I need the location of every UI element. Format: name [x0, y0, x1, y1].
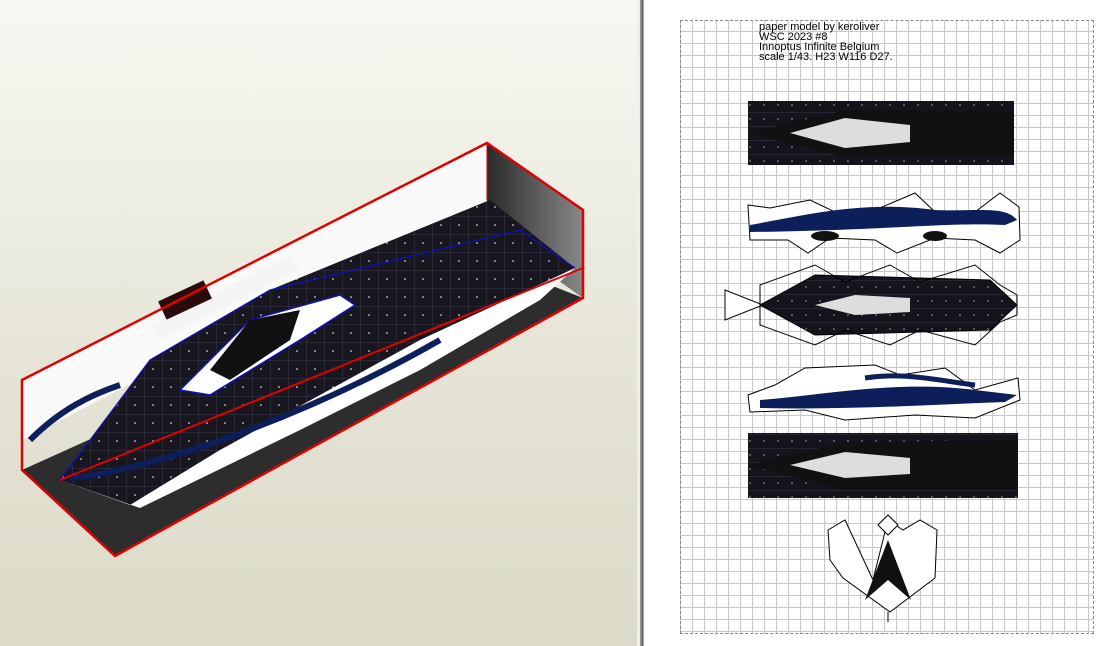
info-line: paper model by keroliver — [759, 21, 880, 33]
unfolded-parts — [724, 101, 1021, 622]
pane-splitter[interactable] — [637, 0, 645, 646]
car-livery-stripe — [69, 337, 442, 481]
model-info: paper model by keroliver WSC 2023 #8 Inn… — [759, 21, 893, 63]
car-fin — [150, 255, 300, 340]
2d-pattern-view[interactable]: paper model by keroliver WSC 2023 #8 Inn… — [645, 0, 1105, 646]
car-nose-left — [27, 382, 121, 443]
part-side-view-2 — [747, 364, 1021, 421]
part-top-view-1 — [748, 101, 1014, 165]
canopy-window — [210, 310, 300, 380]
part-tail-fins — [827, 514, 938, 622]
info-line: scale 1/43. H23 W116 D27. — [759, 51, 893, 63]
part-side-view-1 — [747, 192, 1021, 254]
fold-lines — [59, 229, 576, 481]
car-side-livery — [60, 268, 575, 508]
info-line: WSC 2023 #8 — [759, 31, 828, 43]
part-bottom-view — [724, 264, 1018, 346]
3d-model-view[interactable] — [0, 0, 637, 646]
box-edge — [59, 267, 584, 481]
part-top-view-2 — [748, 433, 1018, 498]
3d-car-model — [20, 141, 585, 558]
info-line: Innoptus Infinite Belgium — [759, 41, 880, 53]
